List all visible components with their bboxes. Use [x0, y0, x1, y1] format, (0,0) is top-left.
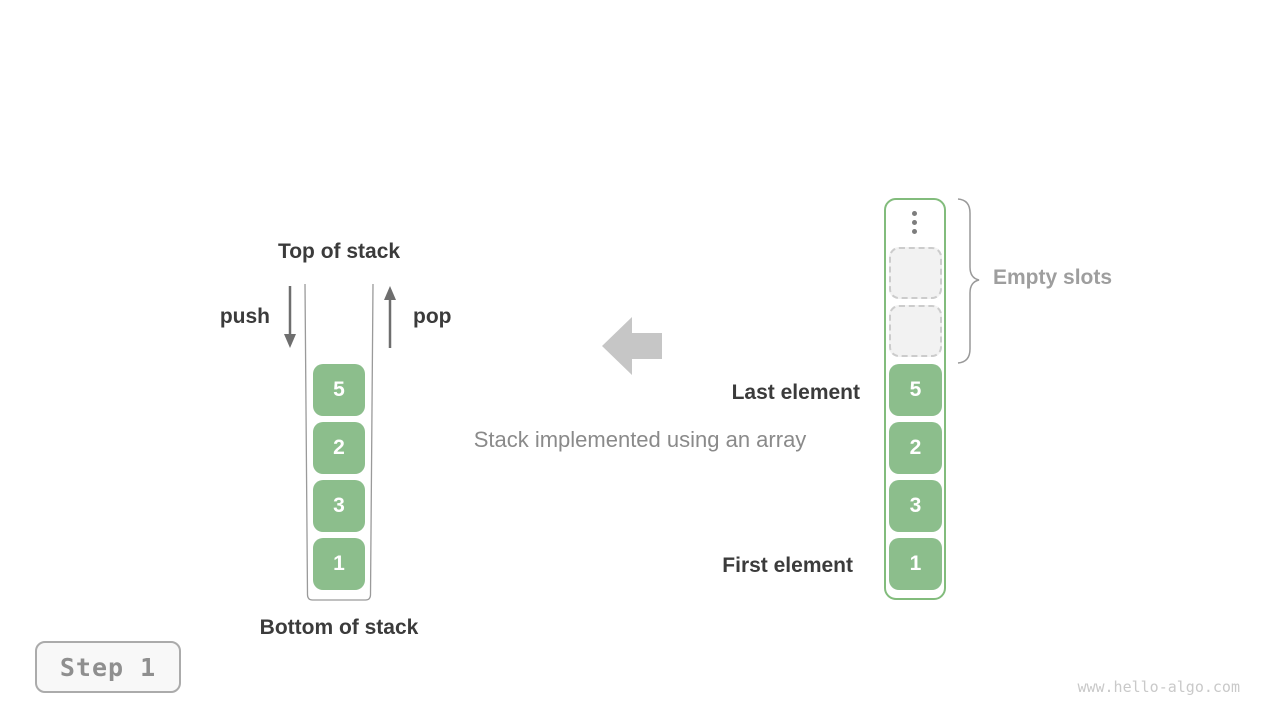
- stack-container-outline-icon: [304, 284, 374, 601]
- last-element-label: Last element: [731, 381, 860, 404]
- curly-brace-icon: [957, 198, 980, 364]
- pop-up-arrow-icon: [384, 286, 396, 348]
- big-left-arrow-icon: [602, 317, 662, 375]
- step-badge: Step 1: [35, 641, 181, 693]
- empty-slot: [889, 247, 942, 299]
- pop-label: pop: [413, 305, 452, 328]
- bottom-of-stack-label: Bottom of stack: [259, 616, 419, 639]
- array-cell: 5: [889, 364, 942, 416]
- empty-slot: [889, 305, 942, 357]
- push-down-arrow-icon: [284, 286, 296, 348]
- array-cell: 1: [889, 538, 942, 590]
- center-caption: Stack implemented using an array: [473, 427, 807, 452]
- top-of-stack-label: Top of stack: [277, 240, 401, 263]
- stack-cell: 3: [313, 480, 365, 532]
- watermark: www.hello-algo.com: [1077, 678, 1240, 696]
- first-element-label: First element: [722, 554, 853, 577]
- push-label: push: [219, 305, 270, 328]
- array-cell: 3: [889, 480, 942, 532]
- empty-slots-label: Empty slots: [993, 266, 1113, 289]
- stack-cell: 2: [313, 422, 365, 474]
- stack-cell: 1: [313, 538, 365, 590]
- array-cell: 2: [889, 422, 942, 474]
- stack-cell: 5: [313, 364, 365, 416]
